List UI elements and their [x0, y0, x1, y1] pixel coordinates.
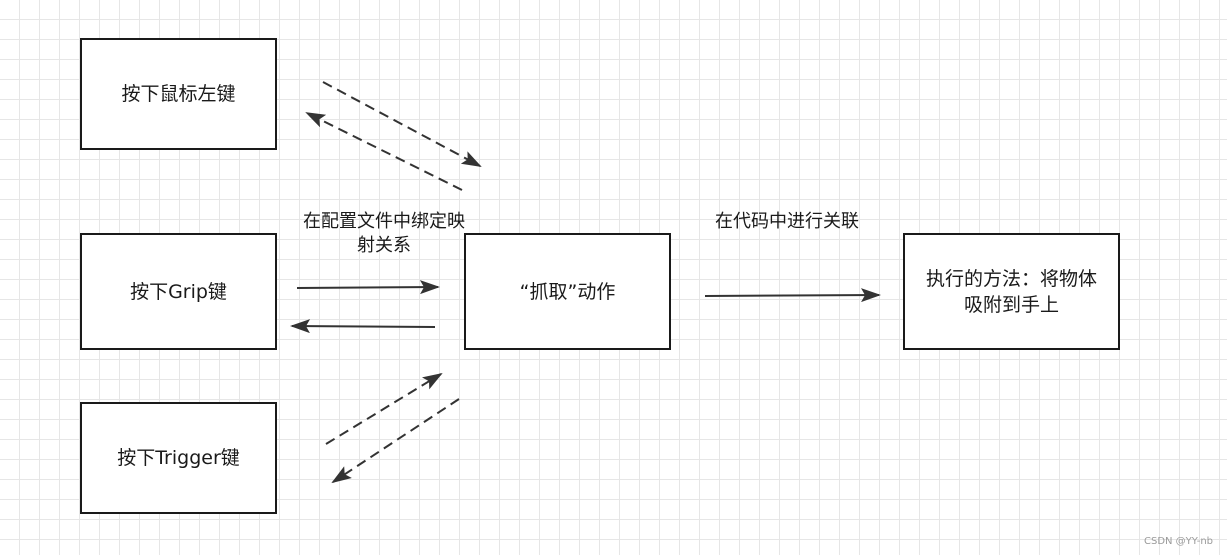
node-execute-method: 执行的方法：将物体吸附到手上 — [903, 233, 1120, 350]
node-mouse-left-click-label: 按下鼠标左键 — [121, 83, 236, 105]
node-mouse-left-click: 按下鼠标左键 — [80, 38, 277, 150]
label-config-mapping: 在配置文件中绑定映射关系 — [303, 211, 465, 256]
arrow-grab-to-method — [704, 288, 881, 303]
arrow-trigger-to-grab — [325, 372, 443, 445]
arrow-grip-to-grab — [296, 280, 440, 295]
arrow-mouse-to-grab — [322, 81, 482, 167]
arrow-grab-to-mouse — [305, 112, 463, 191]
arrow-grab-to-trigger — [331, 398, 460, 484]
node-grab-action-label: “抓取”动作 — [519, 280, 616, 303]
arrow-grab-to-grip — [290, 319, 436, 334]
node-execute-method-label: 执行的方法：将物体吸附到手上 — [925, 267, 1097, 316]
node-trigger-press-label: 按下Trigger键 — [117, 447, 240, 469]
node-grip-press-label: 按下Grip键 — [130, 280, 227, 303]
node-grab-action: “抓取”动作 — [464, 233, 671, 350]
node-trigger-press: 按下Trigger键 — [80, 402, 277, 514]
watermark: CSDN @YY-nb — [1143, 536, 1213, 547]
node-grip-press: 按下Grip键 — [80, 233, 277, 350]
label-code-association: 在代码中进行关联 — [715, 211, 859, 232]
